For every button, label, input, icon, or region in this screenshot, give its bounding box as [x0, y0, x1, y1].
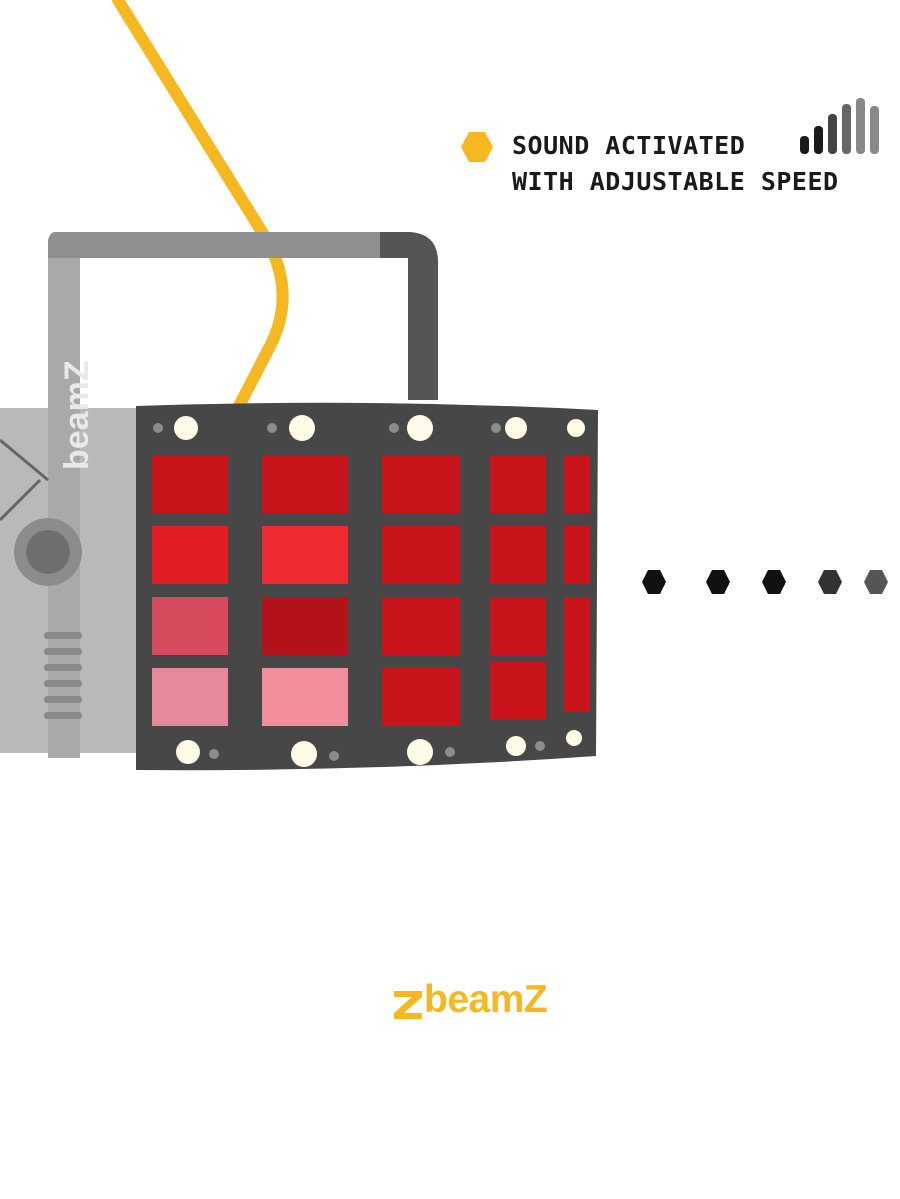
front-housing — [136, 402, 598, 771]
brand-logo-text: beamZ — [424, 978, 548, 1021]
feature-text: SOUND ACTIVATED WITH ADJUSTABLE SPEED — [512, 128, 839, 200]
signal-bars-icon — [800, 98, 879, 154]
red-panels — [152, 455, 590, 726]
beamz-logo-mark — [394, 991, 422, 1019]
led-row-bottom — [176, 730, 582, 767]
led-row-top — [174, 415, 585, 441]
feature-line-1: SOUND ACTIVATED — [512, 131, 746, 160]
side-logo: beamZ — [58, 360, 96, 470]
accent-swoosh — [112, 0, 289, 414]
hexagon-bullet-icon — [461, 132, 493, 162]
feature-line-2: WITH ADJUSTABLE SPEED — [512, 167, 839, 196]
hexagon-dots-icon — [642, 570, 888, 594]
